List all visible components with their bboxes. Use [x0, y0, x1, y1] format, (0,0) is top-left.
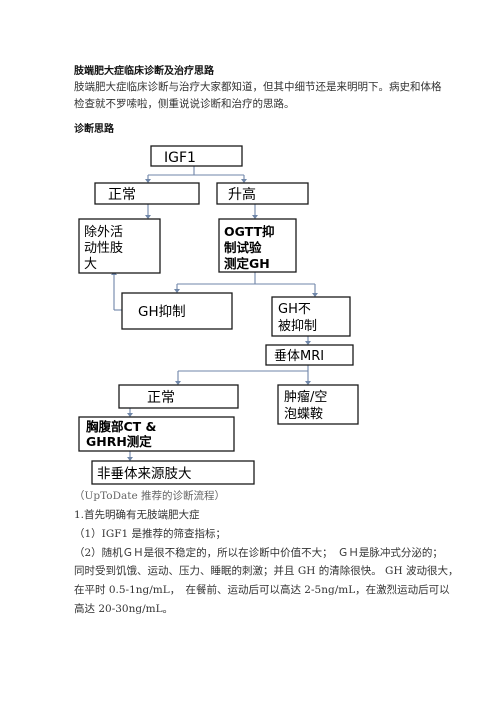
box-gh-not-line-1: GH不	[278, 302, 311, 317]
flow-connectors	[111, 166, 318, 461]
box-gh-not-line-2: 被抑制	[278, 319, 317, 334]
body-line-4: 同时受到饥饿、运动、压力、睡眠的刺激；并且 GH 的清除很快。 GH 波动很大，	[74, 565, 459, 577]
box-ogtt-line-1: OGTT抑	[224, 224, 275, 239]
box-mri-normal-label: 正常	[147, 390, 175, 406]
flowchart-caption: （UpToDate 推荐的诊断流程）	[74, 490, 226, 502]
box-exclude-active: 除外活 动性肢 大	[78, 218, 161, 274]
box-non-pituitary: 非垂体来源肢大	[91, 460, 255, 485]
box-igf1: IGF1	[150, 145, 243, 167]
body-line-5: 在平时 0.5-1ng/mL， 在餐前、运动后可以高达 2-5ng/mL，在激烈…	[74, 584, 450, 596]
box-exclude-line-3: 大	[84, 257, 97, 272]
box-tumor-line-1: 肿瘤/空	[284, 389, 327, 405]
box-normal-label: 正常	[108, 187, 136, 203]
intro-line-1: 肢端肥大症临床诊断与治疗大家都知道，但其中细节还是来明明下。病史和体格	[74, 81, 442, 93]
box-ct-ghrh: 胸腹部CT & GHRH测定	[78, 416, 235, 452]
body-line-6: 高达 20-30ng/mL。	[74, 603, 174, 615]
box-ogtt-line-3: 测定GH	[224, 256, 270, 271]
box-mri-normal: 正常	[118, 384, 239, 409]
box-pituitary-mri: 垂体MRI	[265, 344, 354, 366]
body-line-3: （2）随机ＧＨ是很不稳定的，所以在诊断中价值不大； ＧＨ是脉冲式分泌的；	[74, 547, 443, 559]
box-tumor-line-2: 泡蝶鞍	[284, 406, 323, 422]
section-heading: 诊断思路	[74, 124, 114, 135]
box-tumor: 肿瘤/空 泡蝶鞍	[277, 384, 359, 425]
box-elevated: 升高	[216, 182, 309, 205]
doc-title: 肢端肥大症临床诊断及治疗思路	[74, 66, 214, 77]
box-exclude-line-2: 动性肢	[84, 240, 123, 256]
box-ct-line-2: GHRH测定	[86, 434, 152, 449]
box-non-pituitary-label: 非垂体来源肢大	[97, 466, 192, 482]
box-normal: 正常	[94, 182, 200, 205]
box-ogtt-line-2: 制试验	[224, 240, 262, 255]
box-exclude-line-1: 除外活	[84, 225, 123, 240]
box-gh-suppressed-label: GH抑制	[138, 304, 186, 320]
box-mri-label: 垂体MRI	[274, 349, 324, 364]
body-line-2: （1）IGF1 是推荐的筛查指标；	[74, 528, 227, 540]
box-gh-not-suppressed: GH不 被抑制	[271, 296, 351, 337]
box-gh-suppressed: GH抑制	[121, 292, 233, 330]
box-ct-line-1: 胸腹部CT &	[86, 419, 157, 434]
box-elevated-label: 升高	[228, 186, 256, 203]
box-igf1-label: IGF1	[164, 150, 196, 166]
intro-line-2: 检查就不罗嗦啦，侧重说说诊断和治疗的思路。	[74, 98, 295, 110]
box-ogtt: OGTT抑 制试验 测定GH	[218, 218, 297, 273]
body-line-1: 1.首先明确有无肢端肥大症	[74, 509, 200, 521]
